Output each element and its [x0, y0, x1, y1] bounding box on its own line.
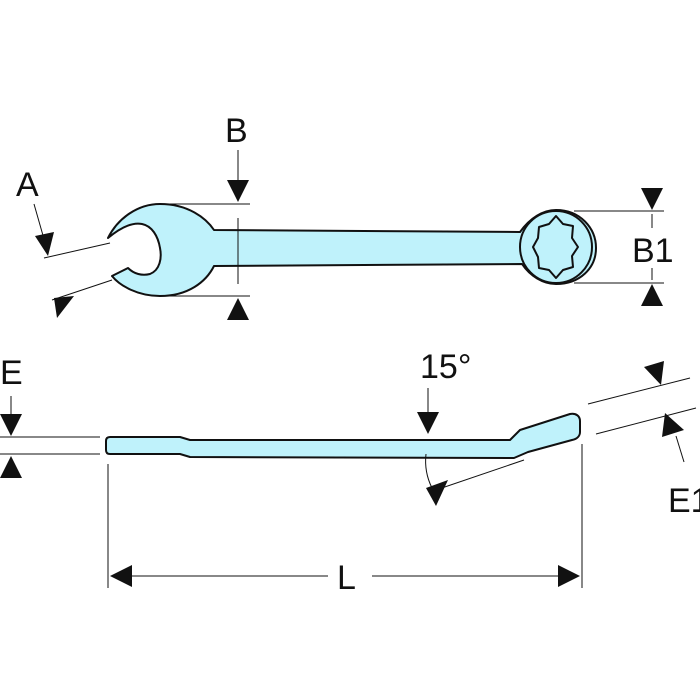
wrench-top-body [107, 203, 597, 297]
wrench-side-body [105, 412, 581, 459]
dimension-b1: B1 [574, 188, 674, 306]
arrow-a-bottom [54, 296, 74, 318]
dimension-e1: E1 [587, 361, 700, 520]
label-b: B [225, 112, 248, 150]
label-e1: E1 [668, 482, 700, 520]
arrow-b1-bottom [641, 284, 663, 306]
arrow-a-top [35, 232, 54, 256]
arrow-e-top [0, 414, 22, 436]
arrow-angle-bottom [426, 480, 448, 506]
arrow-e-bottom [0, 456, 22, 478]
wrench-side-view [105, 412, 581, 459]
arrow-l-right [558, 565, 580, 587]
arrow-b1-top [641, 188, 663, 210]
twelve-point-socket [532, 215, 579, 279]
arrow-l-left [110, 565, 132, 587]
wrench-top-view [107, 203, 597, 297]
dimension-e: E [0, 354, 100, 478]
arrow-e1-bottom [662, 413, 684, 437]
label-l: L [337, 559, 356, 597]
dimension-b: B [168, 112, 250, 320]
label-a: A [16, 166, 39, 204]
arrow-angle-top [417, 412, 439, 434]
label-e: E [0, 354, 23, 392]
arrow-b-top [227, 180, 249, 202]
arrow-e1-top [644, 361, 664, 385]
label-b1: B1 [632, 232, 674, 270]
label-angle: 15° [420, 348, 471, 386]
dimension-a: A [16, 166, 113, 318]
angle-15-degrees: 15° [417, 348, 525, 506]
arrow-b-bottom [227, 298, 249, 320]
dimension-l: L [107, 444, 583, 597]
